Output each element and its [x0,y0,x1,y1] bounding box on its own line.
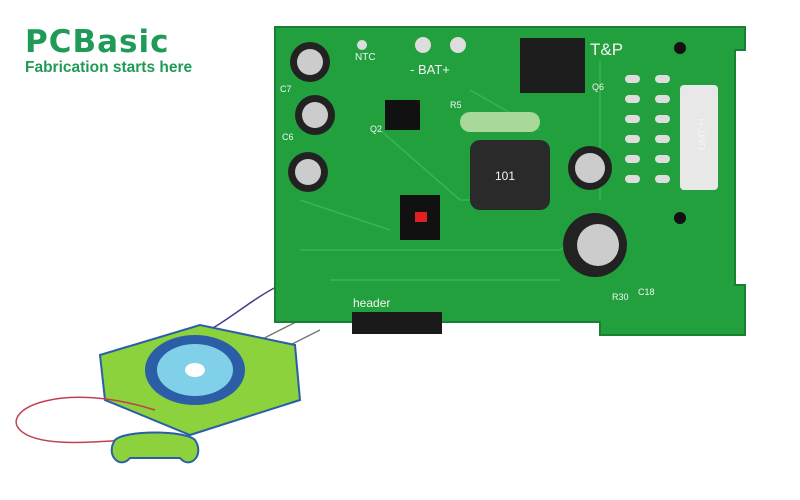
label-c18: C18 [638,287,655,297]
fuse [680,85,718,190]
pin-header [352,312,442,334]
label-r5: R5 [450,100,462,110]
fuse-label: UMT-H [697,118,708,150]
game-console-icon [98,323,302,437]
logo-wordmark: PCBasic [25,24,170,60]
mount-hole [674,212,686,224]
label-tp: T&P [590,40,623,59]
logo-tagline: Fabrication starts here [25,59,193,76]
inductor-label: 101 [495,169,515,183]
pads [357,37,670,183]
controller-cable [15,396,156,444]
label-q6: Q6 [592,82,604,92]
resistor [460,112,540,132]
label-c6: C6 [282,132,294,142]
inductor [470,140,550,210]
label-q2: Q2 [370,124,382,134]
label-c7: C7 [280,84,292,94]
regulator-chip [520,38,585,93]
capacitors [288,42,627,277]
led [415,212,427,222]
label-bat: - BAT+ [410,62,450,77]
label-ntc: NTC [355,52,376,63]
label-r30: R30 [612,292,629,302]
pcbasic-logo: PCBasic Fabrication starts here [25,26,192,77]
label-header: header [353,296,390,310]
ic-chip [385,100,420,130]
gamepad-icon [110,431,200,464]
mount-hole [674,42,686,54]
